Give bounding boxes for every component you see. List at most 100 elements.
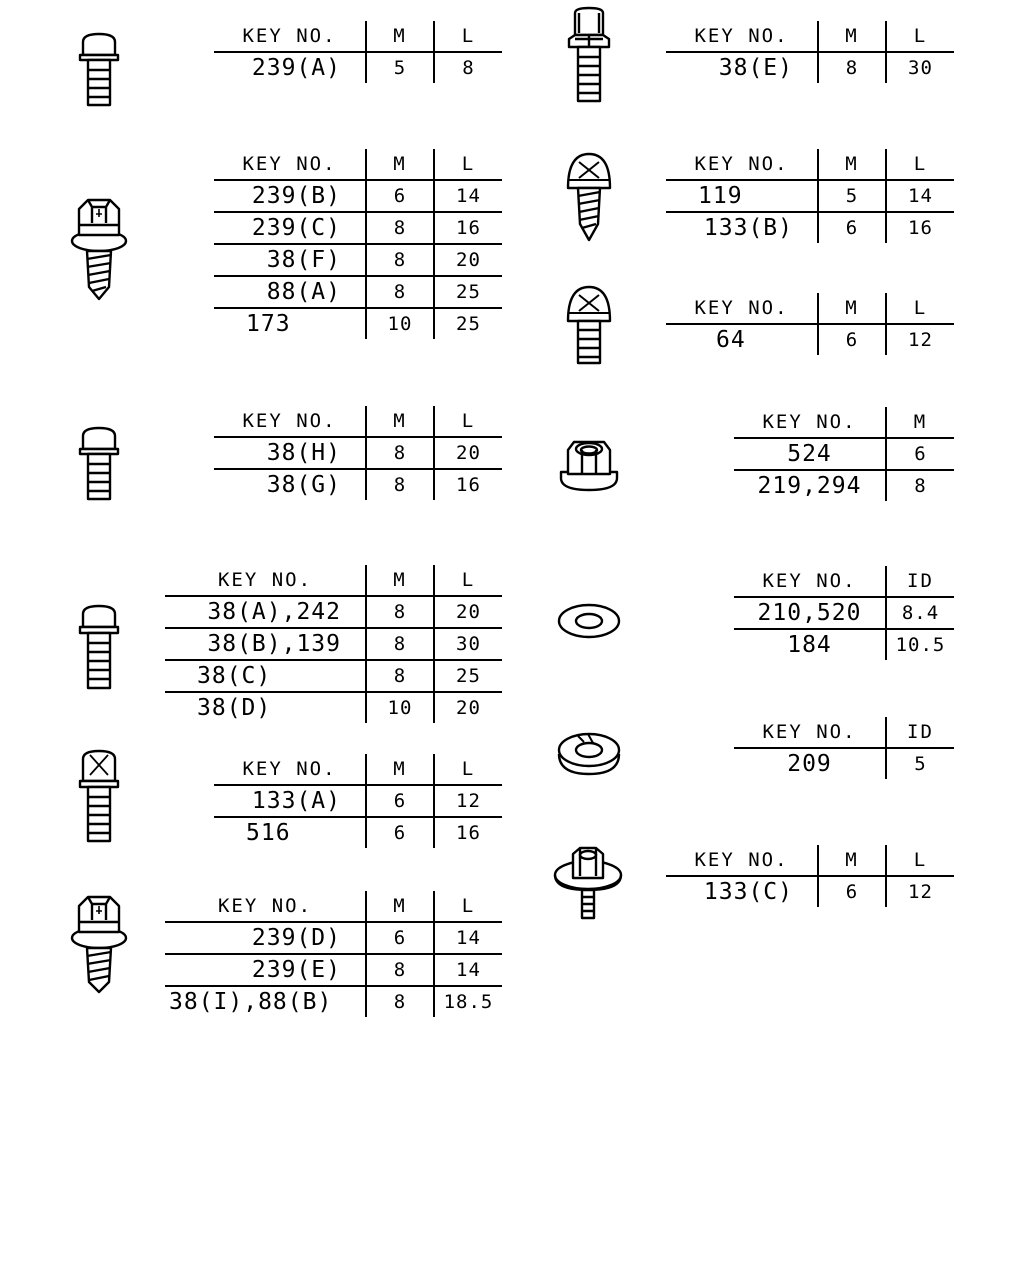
id-cell: 10.5 [885, 629, 954, 660]
l-cell: 20 [433, 596, 502, 629]
l-header: L [885, 149, 954, 181]
cross-head-flange-bolt-icon [74, 745, 124, 845]
key-no-cell: 119 [666, 180, 818, 213]
m-cell: 6 [817, 324, 886, 355]
key-no-cell: 133(C) [703, 879, 793, 905]
l-cell: 20 [433, 692, 502, 723]
id-header: ID [885, 566, 954, 598]
l-header: L [885, 293, 954, 325]
l-header: L [433, 21, 502, 53]
flange-nut-icon [558, 434, 620, 496]
m-cell: 8 [365, 469, 434, 500]
flange-bolt-icon [74, 28, 124, 108]
key-no-cell: 516 [246, 820, 291, 846]
phillips-pan-screw-icon [564, 283, 614, 367]
m-header: M [365, 891, 434, 923]
m-cell: 8 [365, 954, 434, 987]
l-cell: 12 [433, 785, 502, 818]
m-cell: 5 [365, 52, 434, 83]
m-cell: 6 [365, 922, 434, 955]
m-cell: 6 [365, 817, 434, 848]
key-no-header: KEY NO. [734, 407, 886, 439]
key-no-header: KEY NO. [666, 293, 818, 325]
m-header: M [365, 406, 434, 438]
m-cell: 8 [365, 276, 434, 309]
key-no-header: KEY NO. [666, 21, 818, 53]
l-header: L [433, 754, 502, 786]
key-no-cell: 173 [246, 311, 291, 337]
l-cell: 14 [885, 180, 954, 213]
key-no-header: KEY NO. [214, 754, 366, 786]
key-no-cell: 38(E) [718, 55, 793, 81]
l-header: L [433, 891, 502, 923]
m-cell: 6 [817, 212, 886, 243]
m-header: M [365, 565, 434, 597]
key-no-cell: 239(A) [251, 55, 341, 81]
spring-washer-icon [556, 728, 622, 778]
key-no-cell: 210,520 [734, 597, 886, 630]
hex-flange-bolt-icon [563, 5, 615, 103]
key-no-header: KEY NO. [165, 891, 366, 923]
m-cell: 8 [365, 212, 434, 245]
l-cell: 16 [885, 212, 954, 243]
key-no-header: KEY NO. [734, 717, 886, 749]
key-no-header: KEY NO. [666, 149, 818, 181]
key-no-cell: 133(A) [214, 785, 366, 818]
key-no-cell: 239(E) [165, 954, 366, 987]
l-cell: 16 [433, 212, 502, 245]
m-cell: 8 [365, 437, 434, 470]
key-no-cell: 239(C) [214, 212, 366, 245]
l-cell: 20 [433, 244, 502, 277]
m-cell: 8 [885, 470, 954, 501]
key-no-header: KEY NO. [214, 406, 366, 438]
m-cell: 10 [365, 692, 434, 723]
flat-washer-icon [556, 602, 622, 640]
key-no-cell: 64 [716, 327, 746, 353]
key-no-cell: 38(F) [214, 244, 366, 277]
m-header: M [365, 149, 434, 181]
key-no-header: KEY NO. [165, 565, 366, 597]
hex-bolt-with-washer-icon [552, 842, 624, 924]
hex-washer-tapping-screw-icon [66, 195, 132, 301]
m-header: M [817, 21, 886, 53]
id-cell: 8.4 [885, 597, 954, 630]
phillips-tapping-screw-icon [564, 150, 614, 242]
l-cell: 30 [885, 52, 954, 83]
l-header: L [885, 21, 954, 53]
m-header: M [817, 149, 886, 181]
l-cell: 8 [433, 52, 502, 83]
m-cell: 8 [365, 244, 434, 277]
m-cell: 8 [817, 52, 886, 83]
l-cell: 18.5 [433, 986, 502, 1017]
id-cell: 5 [885, 748, 954, 779]
l-cell: 30 [433, 628, 502, 661]
l-header: L [433, 149, 502, 181]
m-cell: 8 [365, 596, 434, 629]
l-cell: 16 [433, 817, 502, 848]
